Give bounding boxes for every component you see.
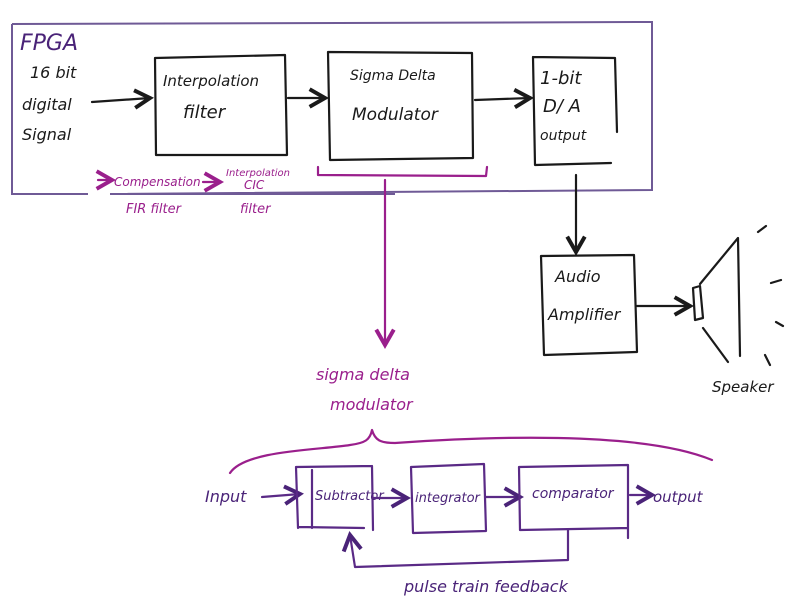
svg-text:16 bit: 16 bit bbox=[30, 63, 77, 82]
fir-filter-label: FIR filter bbox=[126, 202, 183, 217]
compensation-label: Compensation bbox=[114, 175, 201, 189]
fpga-label: FPGA bbox=[20, 31, 78, 56]
svg-text:digital: digital bbox=[22, 95, 72, 114]
sdm-curly-brace bbox=[228, 428, 714, 475]
amplifier-label-line2: Amplifier bbox=[547, 305, 622, 324]
interpolation-filter-label-line2: filter bbox=[183, 102, 227, 123]
sdm-label-line1: Sigma Delta bbox=[350, 68, 436, 84]
dac-label-line3: output bbox=[540, 128, 587, 144]
svg-text:Signal: Signal bbox=[22, 125, 72, 144]
cic-interpolation-label: Interpolation bbox=[226, 168, 290, 179]
sdm-title-line2: modulator bbox=[330, 395, 414, 414]
integrator-label: integrator bbox=[415, 491, 482, 506]
speaker-icon bbox=[691, 224, 785, 367]
integrator-box bbox=[409, 462, 488, 535]
arrow-input-to-subtractor bbox=[260, 484, 304, 506]
feedback-label: pulse train feedback bbox=[403, 577, 569, 596]
comparator-label: comparator bbox=[532, 486, 615, 502]
cic-label: CIC bbox=[244, 178, 265, 192]
comparator-box bbox=[517, 463, 630, 540]
arrow-sdm-to-dac bbox=[473, 88, 534, 110]
sigma-delta-modulator-box bbox=[326, 50, 475, 162]
output-label: output bbox=[653, 488, 704, 506]
interpolation-filter-box bbox=[153, 53, 289, 157]
sdm-title-line1: sigma delta bbox=[316, 365, 410, 384]
dac-label-line2: D/ A bbox=[543, 96, 581, 117]
input-signal-label: 16 bit digital Signal bbox=[22, 63, 77, 144]
speaker-label: Speaker bbox=[712, 378, 774, 396]
audio-amplifier-box bbox=[539, 253, 639, 357]
dac-box bbox=[531, 55, 619, 167]
sdm-bracket bbox=[316, 165, 489, 178]
input-label: Input bbox=[205, 487, 247, 506]
interpolation-filter-label-line1: Interpolation bbox=[163, 72, 259, 90]
cic-filter-label: filter bbox=[240, 202, 272, 217]
subtractor-label: Subtractor bbox=[315, 489, 385, 504]
sdm-label-line2: Modulator bbox=[352, 105, 439, 125]
dac-label-line1: 1-bit bbox=[540, 68, 582, 89]
fpga-boundary bbox=[11, 20, 653, 195]
feedback-arrow bbox=[341, 528, 570, 569]
arrow-input-to-interpolation bbox=[90, 88, 154, 110]
amplifier-label-line1: Audio bbox=[554, 267, 601, 286]
